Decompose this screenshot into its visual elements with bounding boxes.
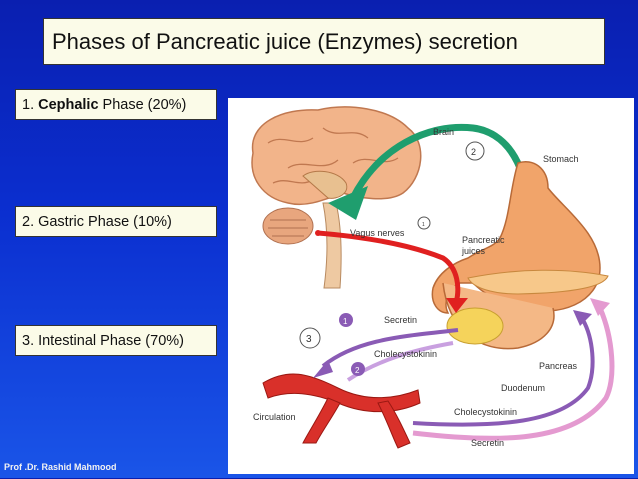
purple-arrow-head-1 (313, 360, 333, 378)
label-circulation: Circulation (253, 412, 296, 422)
svg-text:1: 1 (422, 222, 425, 228)
diagram-svg: Brain Stomach Vagus nerves Pancreatic ju… (251, 106, 615, 449)
label-pancreatic-juices: Pancreatic (462, 235, 505, 245)
svg-text:2: 2 (471, 147, 476, 157)
svg-text:1: 1 (343, 317, 348, 326)
red-arrow-head (446, 298, 468, 313)
label-pancreas: Pancreas (539, 361, 578, 371)
pancreas-head (446, 307, 504, 345)
label-cholecystokinin: Cholecystokinin (374, 349, 437, 359)
label-vagus-nerves: Vagus nerves (350, 228, 405, 238)
vagus-nerve-arrow (315, 230, 461, 306)
vagus-origin-dot (315, 230, 321, 236)
phase-name-bold: Cephalic (38, 96, 99, 113)
secretin-return-arrow (412, 307, 615, 441)
phase-label: Gastric Phase (10%) (38, 213, 172, 230)
purple-arrow-head-2 (573, 310, 592, 326)
step-badge-small: 1 (417, 216, 431, 230)
phase-number: 1. (22, 96, 35, 113)
label-cholecystokinin-2: Cholecystokinin (454, 407, 517, 417)
circulation-vessel (262, 373, 421, 449)
step-badge-1: 1 (339, 313, 353, 327)
phase-intestinal: 3. Intestinal Phase (70%) (15, 325, 217, 356)
label-secretin: Secretin (384, 315, 417, 325)
phase-cephalic: 1. Cephalic Phase (20%) (15, 89, 217, 120)
pancreatic-secretion-diagram: Brain Stomach Vagus nerves Pancreatic ju… (228, 98, 634, 474)
phase-number: 3. (22, 332, 35, 349)
label-stomach: Stomach (543, 154, 579, 164)
svg-text:3: 3 (306, 334, 312, 345)
secretin-arrow-left (321, 328, 459, 368)
brain-illustration (251, 106, 422, 289)
label-secretin-2: Secretin (471, 438, 504, 448)
cck-return-arrow (412, 319, 595, 427)
phase-number: 2. (22, 213, 35, 230)
footer-credit: Prof .Dr. Rashid Mahmood (4, 462, 117, 472)
pink-arrow-head-1 (590, 298, 610, 316)
phase-label: Phase (20%) (102, 96, 187, 113)
svg-text:2: 2 (355, 366, 360, 375)
green-arrow-head (328, 186, 368, 220)
label-pancreatic-juices-2: juices (461, 246, 486, 256)
label-brain: Brain (433, 127, 454, 137)
slide-title: Phases of Pancreatic juice (Enzymes) sec… (43, 18, 605, 65)
slide-title-text: Phases of Pancreatic juice (Enzymes) sec… (52, 28, 518, 54)
step-badge-2-purple: 2 (351, 362, 365, 376)
phase-gastric: 2. Gastric Phase (10%) (15, 206, 217, 237)
step-badge-2-top: 2 (465, 141, 485, 161)
step-badge-3: 3 (299, 327, 321, 349)
phase-label: Intestinal Phase (70%) (38, 332, 184, 349)
label-duodenum: Duodenum (501, 383, 545, 393)
